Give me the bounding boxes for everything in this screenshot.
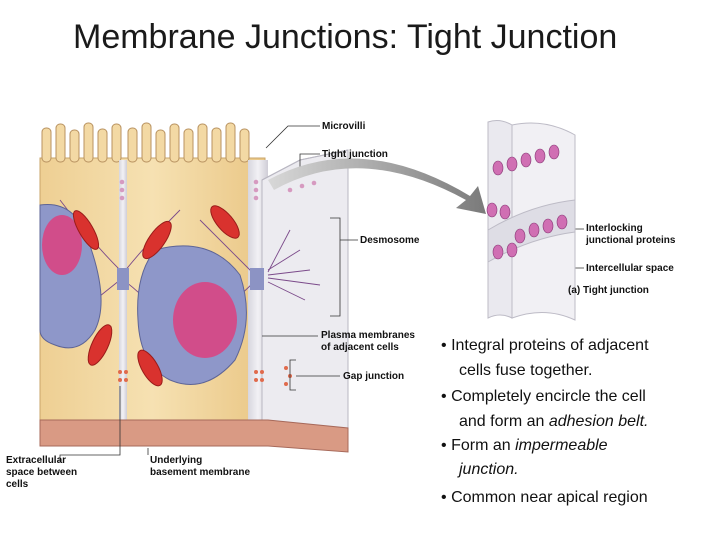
label-extracellular-1: Extracellular xyxy=(6,455,66,466)
label-extracellular-2: space between xyxy=(6,467,77,478)
label-gap-junction: Gap junction xyxy=(343,371,404,382)
microvilli xyxy=(41,122,250,163)
bullet-text: Completely encircle the cell xyxy=(451,388,646,405)
mitochondria xyxy=(72,205,240,387)
slide-title: Membrane Junctions: Tight Junction xyxy=(73,18,618,56)
label-extracellular-3: cells xyxy=(6,479,29,490)
label-desmosome: Desmosome xyxy=(360,235,420,246)
epithelial-cells xyxy=(39,122,349,453)
bullet-text: Form an xyxy=(451,437,516,454)
bullet-item: • Common near apical region xyxy=(441,489,648,506)
bullet-italic: junction. xyxy=(459,461,519,478)
bullet-item: • Form an impermeable xyxy=(441,437,608,454)
label-basement-1: Underlying xyxy=(150,455,202,466)
label-plasma-membranes-2: of adjacent cells xyxy=(321,342,399,353)
bullet-text: cells fuse together. xyxy=(459,362,593,379)
label-tight-junction: Tight junction xyxy=(322,149,388,160)
label-microvilli: Microvilli xyxy=(322,121,366,132)
nucleus xyxy=(137,245,247,385)
zoom-arrow xyxy=(268,158,486,214)
tight-junction-inset xyxy=(486,120,576,321)
label-intercellular-space: Intercellular space xyxy=(586,263,674,274)
bullet-continuation: cells fuse together. xyxy=(459,361,592,381)
bullet-continuation: and form an adhesion belt. xyxy=(459,412,648,432)
bullet-italic: adhesion belt. xyxy=(548,413,649,430)
bullet-item: • Integral proteins of adjacent xyxy=(441,337,649,354)
inset-caption: (a) Tight junction xyxy=(568,285,649,296)
label-interlocking-1: Interlocking xyxy=(586,223,643,234)
bullet-item: • Completely encircle the cell xyxy=(441,388,646,405)
bullet-text: and form an xyxy=(459,413,549,430)
bullet-continuation: junction. xyxy=(459,460,519,480)
label-plasma-membranes-1: Plasma membranes xyxy=(321,330,415,341)
bullet-italic: impermeable xyxy=(515,437,608,454)
label-basement-2: basement membrane xyxy=(150,467,250,478)
bullet-text: Common near apical region xyxy=(451,489,648,506)
bullet-text: Integral proteins of adjacent xyxy=(451,337,649,354)
label-interlocking-2: junctional proteins xyxy=(585,235,676,246)
